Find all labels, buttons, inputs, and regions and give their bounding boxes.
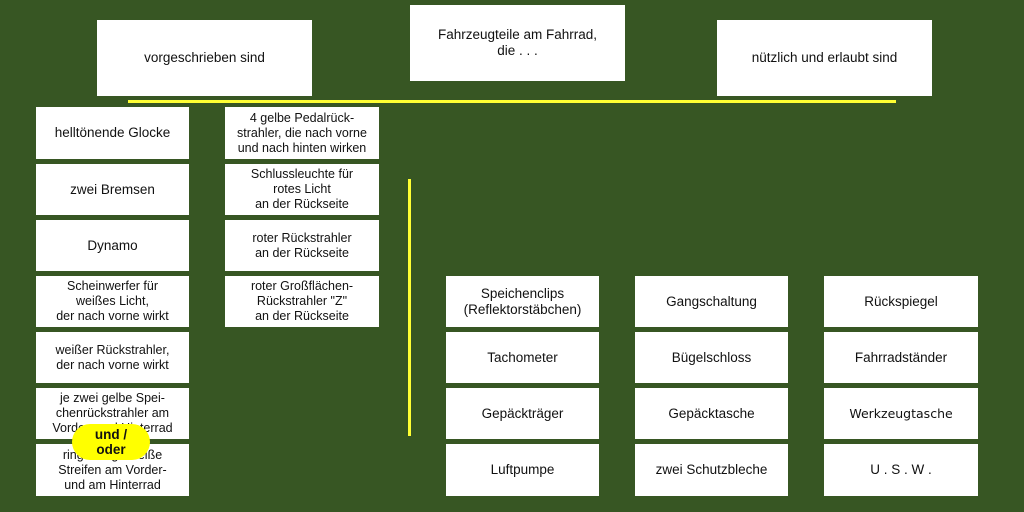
required-item: Dynamo <box>36 220 189 271</box>
required-item: Scheinwerfer für weißes Licht, der nach … <box>36 276 189 327</box>
optional-item: Gepäckträger <box>446 388 599 439</box>
header-optional: nützlich und erlaubt sind <box>717 20 932 96</box>
optional-item: Speichenclips (Reflektorstäbchen) <box>446 276 599 327</box>
optional-item: zwei Schutzbleche <box>635 444 788 496</box>
header-required: vorgeschrieben sind <box>97 20 312 96</box>
required-item: helltönende Glocke <box>36 107 189 159</box>
required-item: 4 gelbe Pedalrück- strahler, die nach vo… <box>225 107 379 159</box>
optional-item: Werkzeugtasche <box>824 388 978 439</box>
and-or-badge: und / oder <box>72 424 150 460</box>
required-item: roter Rückstrahler an der Rückseite <box>225 220 379 271</box>
required-item: weißer Rückstrahler, der nach vorne wirk… <box>36 332 189 383</box>
optional-item: U . S . W . <box>824 444 978 496</box>
optional-item: Gepäcktasche <box>635 388 788 439</box>
optional-item: Gangschaltung <box>635 276 788 327</box>
optional-item: Tachometer <box>446 332 599 383</box>
vertical-divider-line <box>408 179 411 436</box>
optional-item: Fahrradständer <box>824 332 978 383</box>
required-item: Schlussleuchte für rotes Licht an der Rü… <box>225 164 379 215</box>
required-item: roter Großflächen- Rückstrahler "Z" an d… <box>225 276 379 327</box>
optional-item: Rückspiegel <box>824 276 978 327</box>
optional-item: Bügelschloss <box>635 332 788 383</box>
horizontal-divider-line <box>128 100 896 103</box>
header-main-title: Fahrzeugteile am Fahrrad, die . . . <box>410 5 625 81</box>
optional-item: Luftpumpe <box>446 444 599 496</box>
required-item: zwei Bremsen <box>36 164 189 215</box>
